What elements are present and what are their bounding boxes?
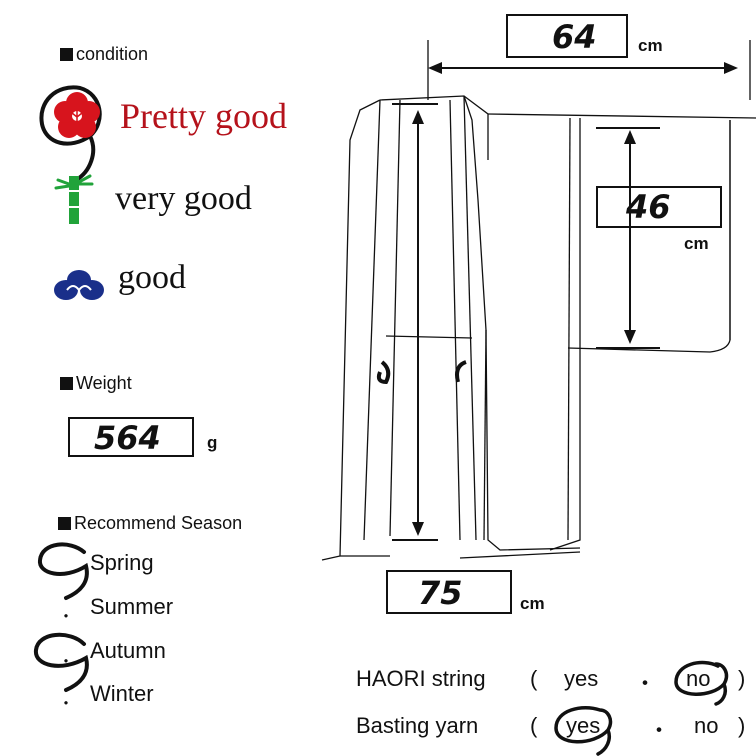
haori-diagram xyxy=(321,40,756,561)
basting-yarn-open-paren: ( xyxy=(530,713,538,738)
season-bullet-spring: ・ xyxy=(58,567,75,584)
season-autumn[interactable]: Autumn xyxy=(90,638,166,663)
basting-yarn-label: Basting yarn xyxy=(356,713,479,738)
width-value: 64 xyxy=(552,18,597,56)
season-heading: Recommend Season xyxy=(58,513,242,534)
season-spring[interactable]: Spring xyxy=(90,550,154,575)
sleeve-box[interactable]: 46 xyxy=(596,186,722,228)
selection-circle-autumn xyxy=(34,632,89,692)
basting-yarn-close-paren: ) xyxy=(738,713,746,738)
length-value: 75 xyxy=(418,574,463,612)
weight-value: 564 xyxy=(94,419,161,457)
weight-unit: g xyxy=(207,433,218,452)
season-bullet-autumn: ・ xyxy=(58,654,75,671)
condition-heading: condition xyxy=(60,44,148,65)
basting-yarn-no[interactable]: no xyxy=(694,713,719,738)
bamboo-icon xyxy=(54,174,94,224)
selection-circle-spring xyxy=(37,542,89,600)
season-summer[interactable]: Summer xyxy=(90,594,174,619)
condition-pretty-good-label[interactable]: Pretty good xyxy=(120,96,287,136)
haori-string-yes[interactable]: yes xyxy=(564,666,599,691)
square-bullet-icon xyxy=(60,377,73,390)
length-unit: cm xyxy=(520,594,545,613)
width-box[interactable]: 64 xyxy=(506,14,628,58)
condition-good-label[interactable]: good xyxy=(118,259,186,296)
basting-yarn-dot: ・ xyxy=(648,718,671,743)
basting-yarn-yes[interactable]: yes xyxy=(566,713,601,738)
haori-string-no[interactable]: no xyxy=(686,666,711,691)
haori-string-label: HAORI string xyxy=(356,666,486,691)
condition-very-good-label[interactable]: very good xyxy=(115,180,252,217)
sleeve-unit: cm xyxy=(684,234,709,253)
plum-blossom-icon xyxy=(54,92,100,138)
width-unit: cm xyxy=(638,36,663,55)
pine-icon xyxy=(54,270,104,300)
season-bullet-winter: ・ xyxy=(58,696,75,713)
selection-circle-haori-no xyxy=(674,660,729,706)
square-bullet-icon xyxy=(58,517,71,530)
selection-circle-basting-yes xyxy=(554,706,613,756)
sleeve-value: 46 xyxy=(626,188,671,226)
length-box[interactable]: 75 xyxy=(386,570,512,614)
haori-string-open-paren: ( xyxy=(530,666,538,691)
weight-heading: Weight xyxy=(60,373,132,394)
weight-box[interactable]: 564 xyxy=(68,417,194,457)
haori-string-dot: ・ xyxy=(634,671,657,696)
season-bullet-summer: ・ xyxy=(58,609,75,626)
haori-string-close-paren: ) xyxy=(738,666,746,691)
season-winter[interactable]: Winter xyxy=(90,681,154,706)
square-bullet-icon xyxy=(60,48,73,61)
